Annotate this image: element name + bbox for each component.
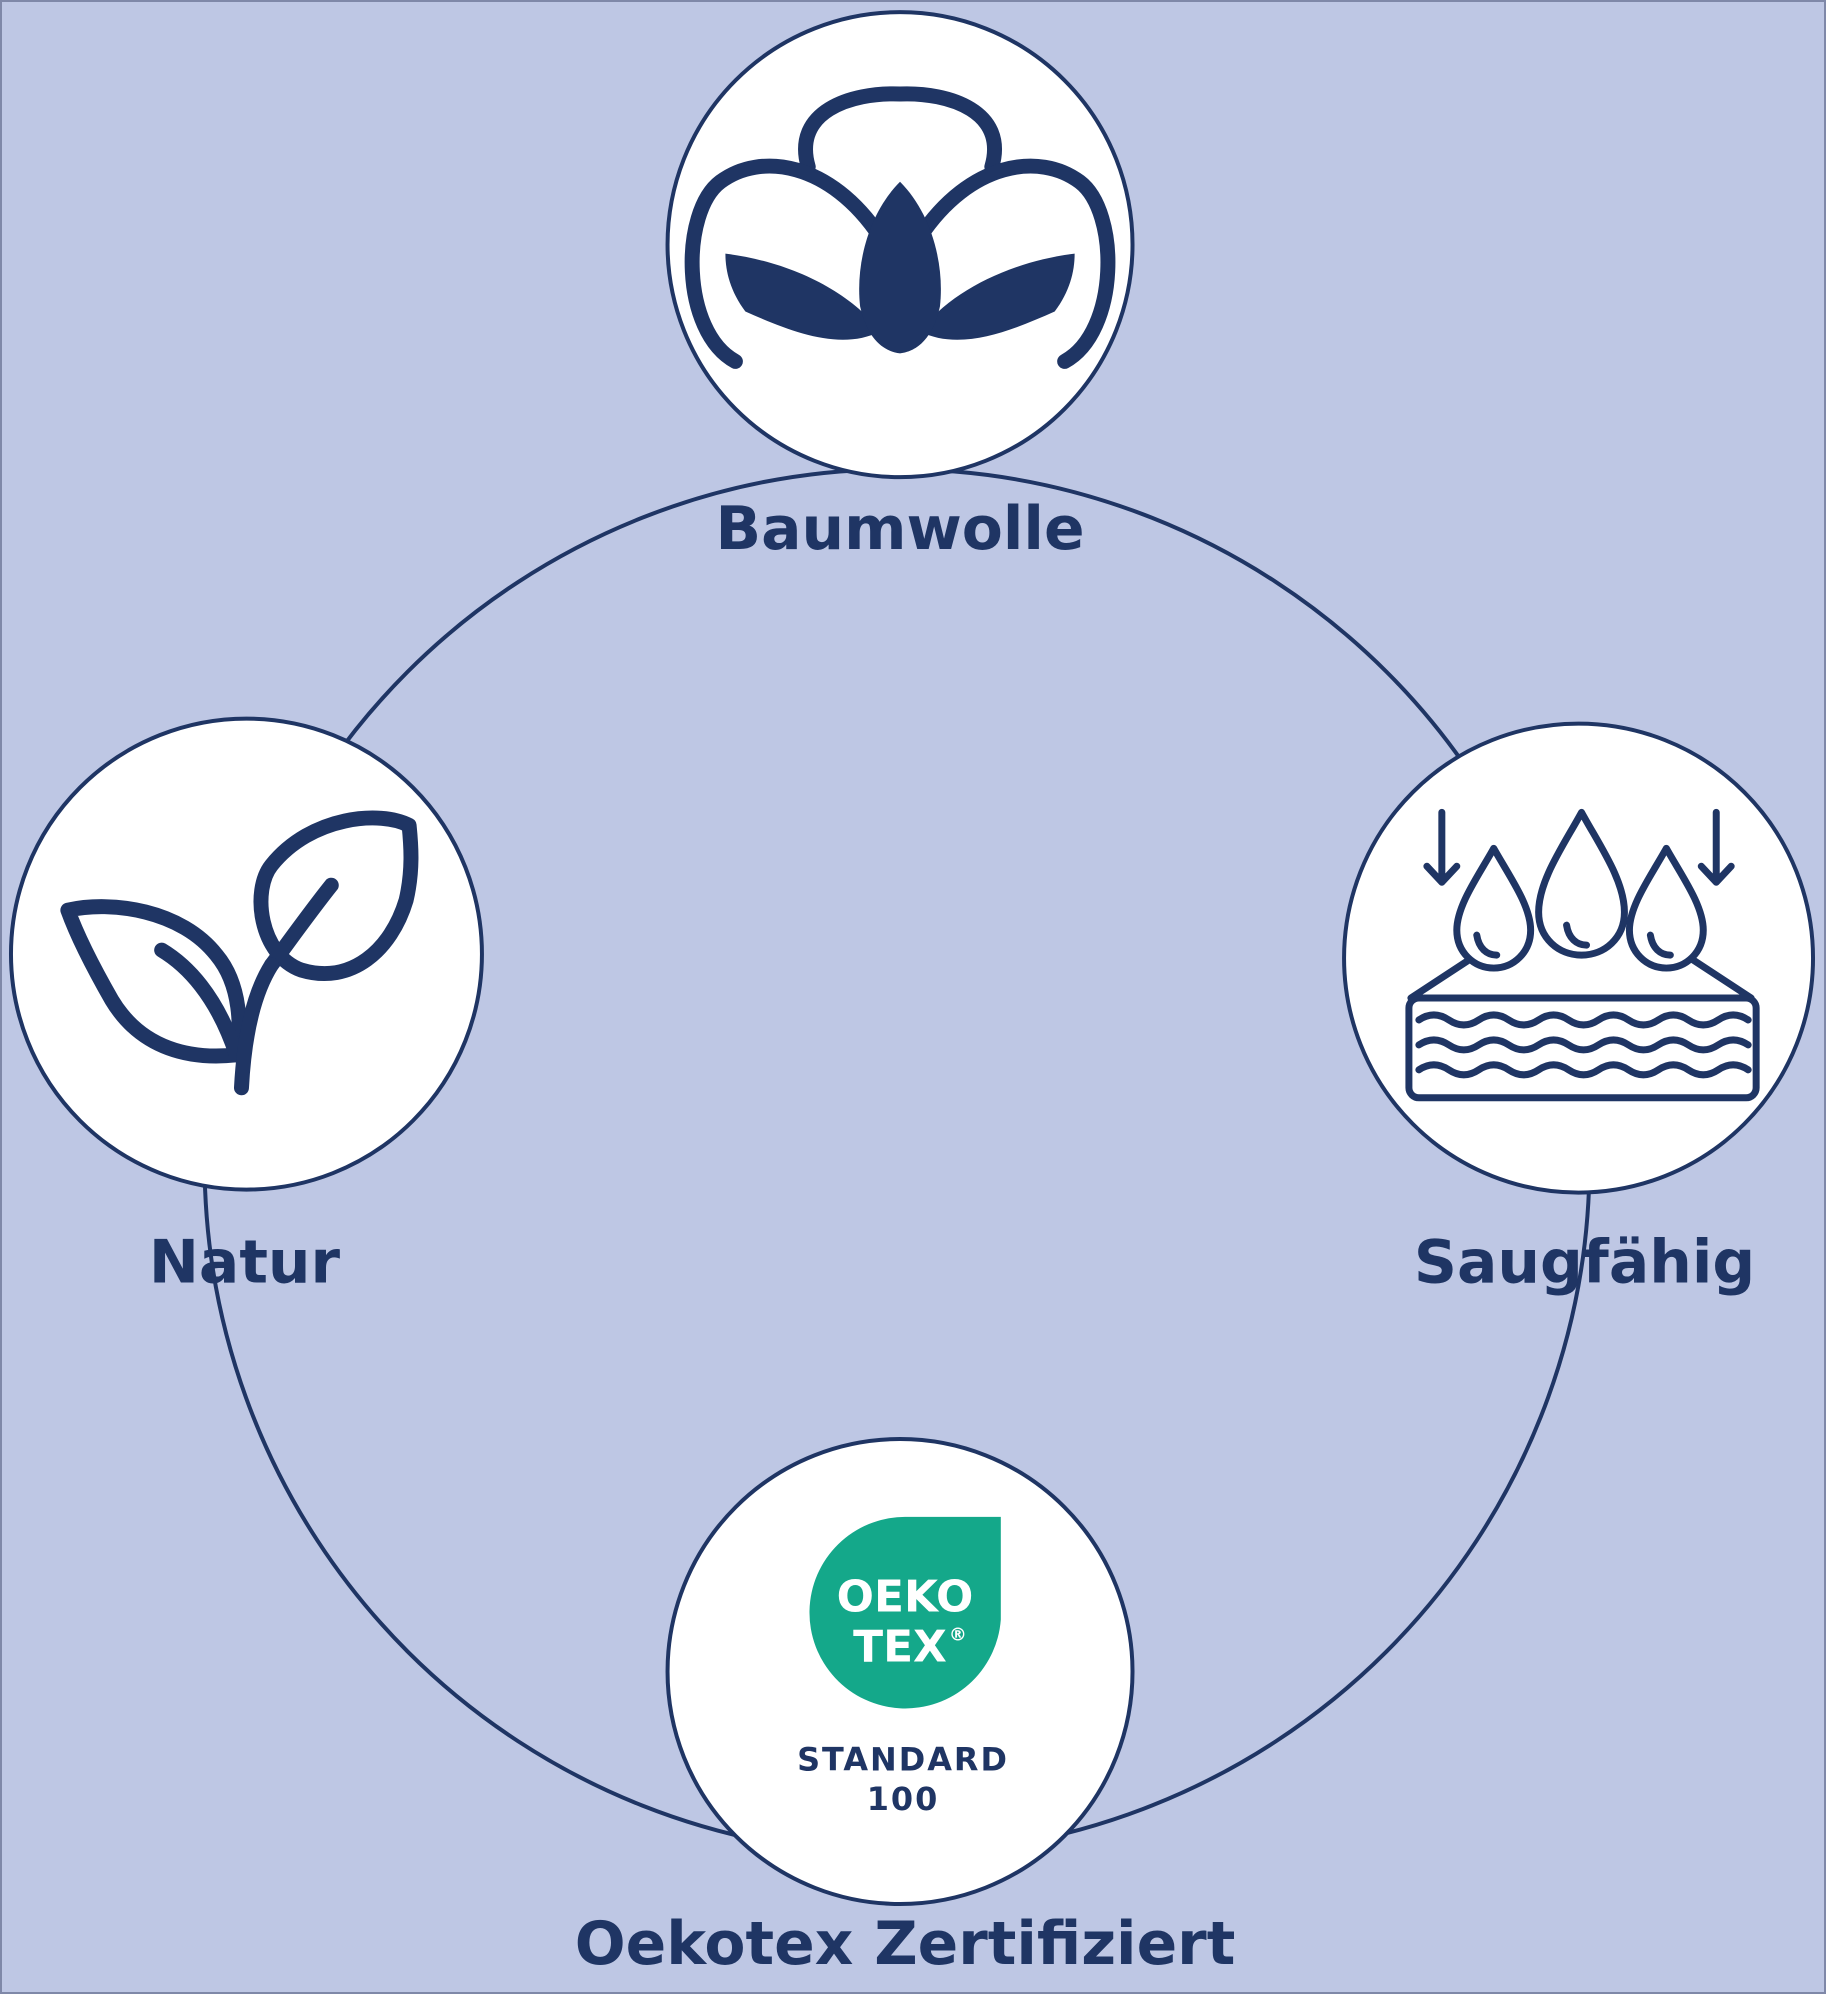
- water-absorption-icon: [1405, 808, 1760, 1102]
- node-saugfaehig: Saugfähig: [1342, 721, 1816, 1297]
- oekotex-standard: STANDARD: [797, 1740, 1009, 1778]
- label-natur: Natur: [149, 1227, 341, 1297]
- node-natur: Natur: [8, 716, 484, 1297]
- leaves-sprout-icon: [60, 810, 419, 1096]
- oekotex-registered: ®: [949, 1625, 967, 1646]
- oekotex-line2: TEX: [853, 1622, 947, 1673]
- label-oekotex: Oekotex Zertifiziert: [575, 1909, 1236, 1979]
- oekotex-number: 100: [867, 1780, 940, 1818]
- label-saugfaehig: Saugfähig: [1414, 1227, 1755, 1297]
- label-baumwolle: Baumwolle: [715, 494, 1084, 564]
- oekotex-badge: OEKO TEX ® STANDARD 100: [797, 1516, 1009, 1818]
- cotton-flower-icon: [684, 86, 1116, 369]
- node-oekotex: OEKO TEX ® STANDARD 100 Oekotex Zertifiz…: [575, 1437, 1236, 1979]
- oekotex-line1: OEKO: [837, 1572, 974, 1623]
- oekotex-leaf-shape: [809, 1516, 1001, 1709]
- node-natur-circle: [8, 716, 484, 1192]
- node-baumwolle: Baumwolle: [665, 10, 1135, 564]
